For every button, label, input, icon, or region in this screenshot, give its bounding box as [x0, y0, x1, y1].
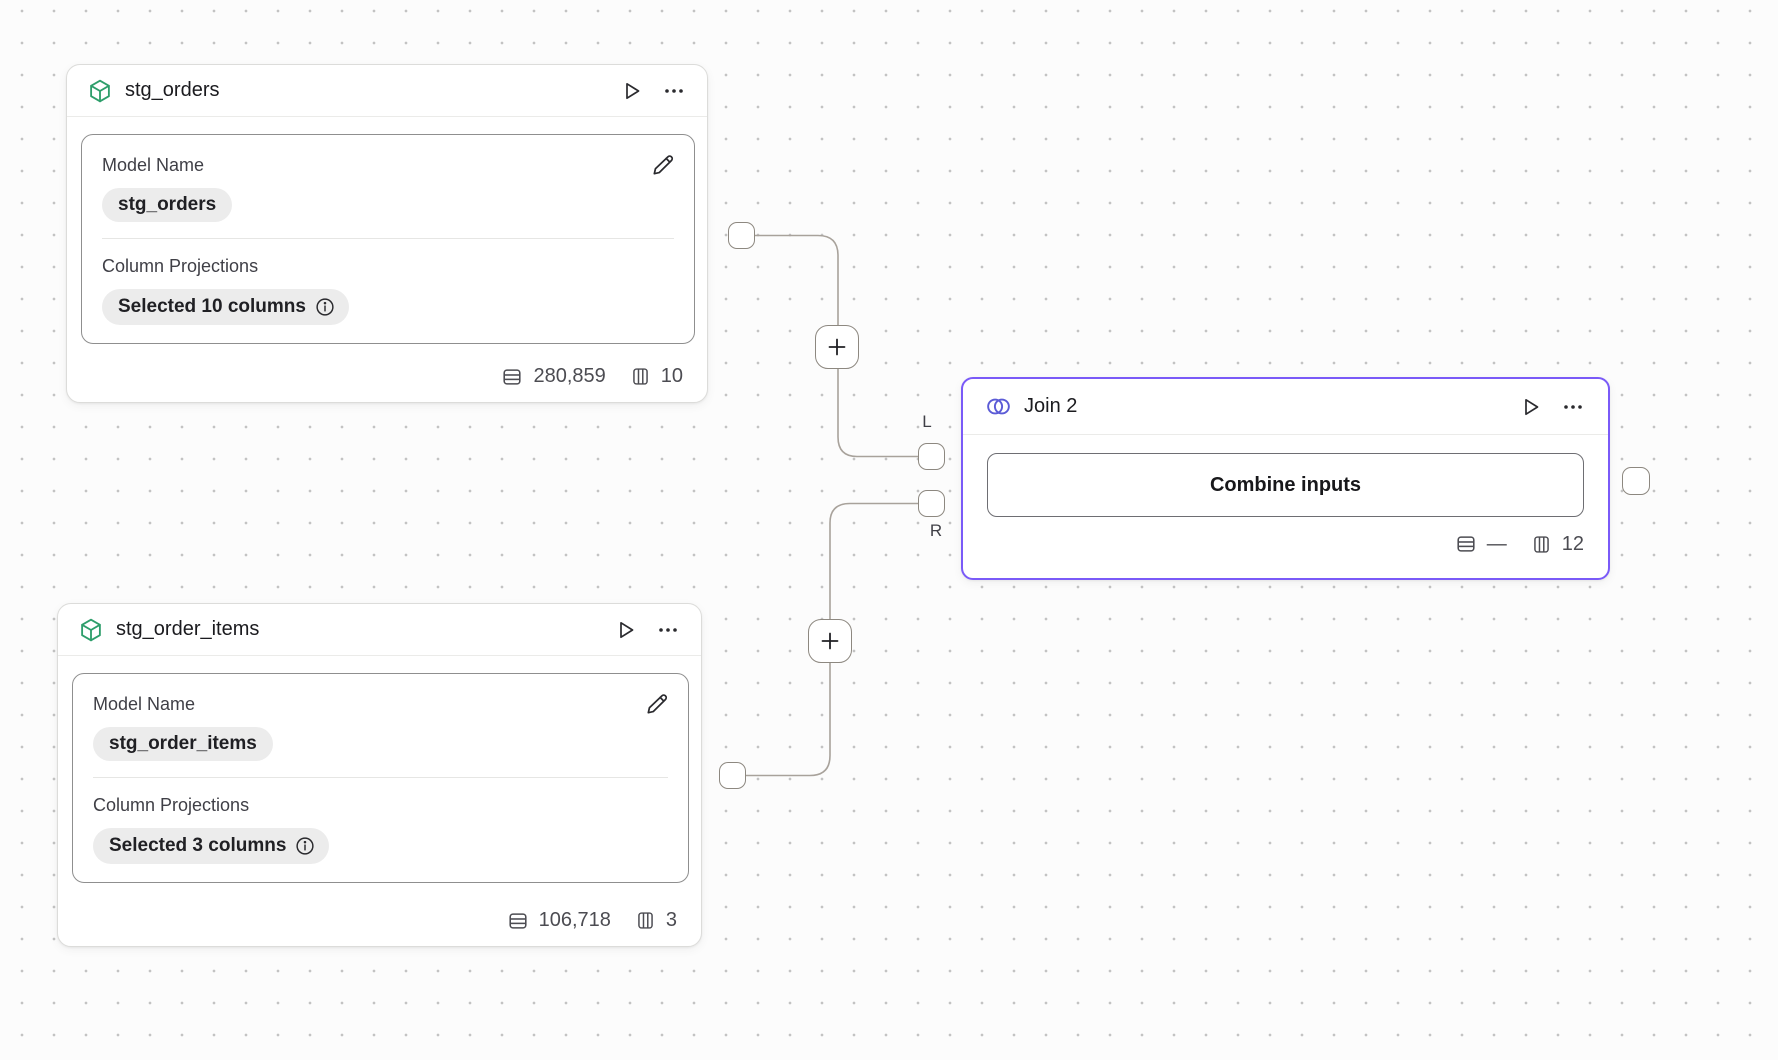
- edit-icon[interactable]: [648, 150, 678, 180]
- output-port-join[interactable]: [1622, 467, 1650, 495]
- output-port-stg-orders[interactable]: [728, 222, 755, 249]
- column-count-value: 12: [1561, 532, 1584, 555]
- node-title: Join 2: [1024, 395, 1078, 417]
- model-name-chip[interactable]: stg_orders: [102, 188, 233, 222]
- node-stats: 280,859 10: [81, 365, 695, 402]
- node-title: stg_order_items: [116, 618, 260, 640]
- node-stg-order-items[interactable]: stg_order_items Model Name: [57, 603, 702, 947]
- node-join-2[interactable]: Join 2 Combine inputs —: [961, 377, 1610, 580]
- column-count: 12: [1531, 533, 1584, 556]
- row-count-value: 280,859: [533, 365, 606, 387]
- model-name-label: Model Name: [102, 155, 205, 175]
- column-projections-label: Column Projections: [93, 795, 250, 815]
- column-count-icon: [630, 366, 651, 387]
- node-stats: 106,718 3: [72, 909, 689, 946]
- add-node-on-edge-bottom-button[interactable]: [808, 619, 852, 663]
- row-count-icon: [507, 910, 529, 932]
- model-name-label: Model Name: [93, 694, 196, 714]
- join-right-input-label: R: [929, 521, 943, 540]
- join-icon: [985, 393, 1012, 420]
- column-projections-value: Selected 3 columns: [109, 835, 287, 856]
- node-config-card: Model Name stg_orders Column Projections: [81, 134, 695, 344]
- column-count: 10: [630, 365, 683, 388]
- model-name-value: stg_order_items: [109, 733, 257, 754]
- node-title: stg_orders: [125, 79, 220, 101]
- row-count-value: 106,718: [538, 909, 611, 931]
- join-right-input-port[interactable]: [918, 490, 945, 517]
- model-name-chip[interactable]: stg_order_items: [93, 727, 273, 761]
- column-count-value: 3: [665, 909, 677, 931]
- column-count-value: 10: [660, 365, 683, 387]
- node-menu-button[interactable]: [659, 76, 689, 106]
- row-count: 106,718: [507, 909, 611, 932]
- node-header: stg_order_items: [58, 604, 701, 656]
- divider: [93, 777, 668, 778]
- model-name-value: stg_orders: [118, 194, 217, 215]
- edit-icon[interactable]: [642, 689, 672, 719]
- combine-inputs-button[interactable]: Combine inputs: [987, 453, 1584, 517]
- join-left-input-label: L: [922, 412, 932, 431]
- node-header: Join 2: [963, 379, 1608, 435]
- row-count-icon: [1455, 533, 1477, 555]
- column-projections-chip[interactable]: Selected 10 columns: [102, 289, 349, 325]
- column-projections-value: Selected 10 columns: [118, 296, 306, 317]
- run-node-button[interactable]: [611, 615, 641, 645]
- info-icon[interactable]: [314, 296, 336, 318]
- cube-icon: [78, 617, 104, 643]
- add-node-on-edge-top-button[interactable]: [815, 325, 859, 369]
- node-menu-button[interactable]: [653, 615, 683, 645]
- node-stg-orders[interactable]: stg_orders Model Name: [66, 64, 708, 403]
- row-count-icon: [501, 366, 523, 388]
- node-menu-button[interactable]: [1558, 392, 1588, 422]
- row-count: —: [1455, 533, 1507, 556]
- divider: [102, 238, 674, 239]
- column-count: 3: [635, 909, 677, 932]
- cube-icon: [87, 78, 113, 104]
- run-node-button[interactable]: [617, 76, 647, 106]
- join-left-input-port[interactable]: [918, 443, 945, 470]
- run-node-button[interactable]: [1516, 392, 1546, 422]
- row-count-value: —: [1486, 532, 1507, 555]
- column-projections-chip[interactable]: Selected 3 columns: [93, 828, 330, 864]
- column-projections-label: Column Projections: [102, 256, 259, 276]
- column-count-icon: [635, 910, 656, 931]
- info-icon[interactable]: [294, 835, 316, 857]
- column-count-icon: [1531, 534, 1552, 555]
- node-header: stg_orders: [67, 65, 707, 117]
- node-stats: — 12: [963, 530, 1608, 558]
- node-config-card: Model Name stg_order_items Column Projec…: [72, 673, 689, 883]
- row-count: 280,859: [501, 365, 606, 388]
- output-port-stg-order-items[interactable]: [719, 762, 746, 789]
